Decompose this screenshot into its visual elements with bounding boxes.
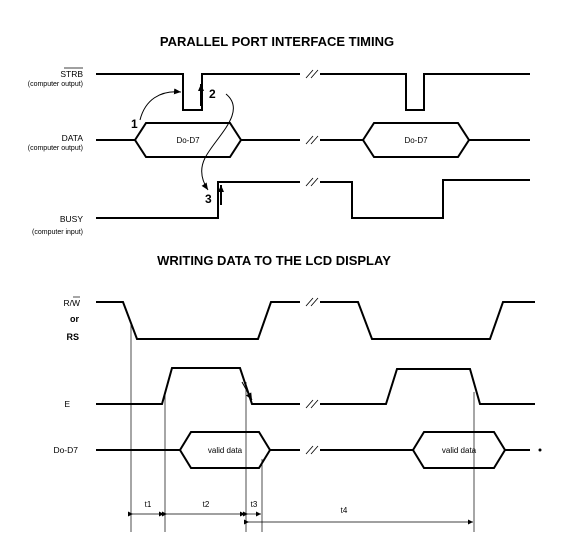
data-box-1-label: Do-D7	[176, 136, 200, 145]
e-waveform	[96, 367, 535, 405]
t3-label: t3	[251, 500, 258, 509]
rw-break-mark	[305, 297, 319, 307]
step-1-arrow	[139, 88, 182, 121]
top-title: PARALLEL PORT INTERFACE TIMING	[160, 34, 394, 49]
or-label: or	[70, 314, 79, 324]
busy-sub-label: (computer input)	[32, 229, 83, 236]
t2-label: t2	[203, 500, 210, 509]
t1-label: t1	[145, 500, 152, 509]
strb-waveform	[96, 73, 530, 111]
valid-data-box-1	[178, 431, 272, 469]
rw-label: R/W	[63, 298, 80, 308]
strb-label: STRB	[60, 69, 83, 79]
step-3-causal-arrow	[201, 93, 234, 191]
d-break-mark	[305, 445, 319, 455]
d-label: Do-D7	[53, 445, 78, 455]
data-sub-label: (computer output)	[28, 145, 83, 152]
data-box-2	[361, 122, 471, 158]
valid-data-1-label: valid data	[208, 446, 243, 455]
busy-label: BUSY	[60, 214, 83, 224]
rw-waveform	[96, 301, 535, 340]
valid-data-2-label: valid data	[442, 446, 477, 455]
busy-waveform	[96, 179, 530, 219]
strb-sub-label: (computer output)	[28, 81, 83, 88]
busy-break-mark	[305, 177, 319, 187]
data-label: DATA	[62, 133, 84, 143]
data-box-2-label: Do-D7	[404, 136, 428, 145]
e-break-mark	[305, 399, 319, 409]
strb-break-mark	[305, 69, 319, 79]
e-label: E	[64, 399, 70, 409]
data-box-1	[133, 122, 243, 158]
timing-guide-lines	[130, 324, 475, 532]
step-3-label: 3	[205, 192, 212, 206]
data-break-mark	[305, 135, 319, 145]
bottom-title: WRITING DATA TO THE LCD DISPLAY	[157, 253, 391, 268]
rs-label: RS	[66, 332, 79, 342]
step-1-label: 1	[131, 117, 138, 131]
t4-label: t4	[341, 506, 348, 515]
e-fall-arrow	[241, 381, 253, 401]
d-end-dot	[538, 448, 542, 452]
valid-data-box-2	[411, 431, 507, 469]
step-2-label: 2	[209, 87, 216, 101]
